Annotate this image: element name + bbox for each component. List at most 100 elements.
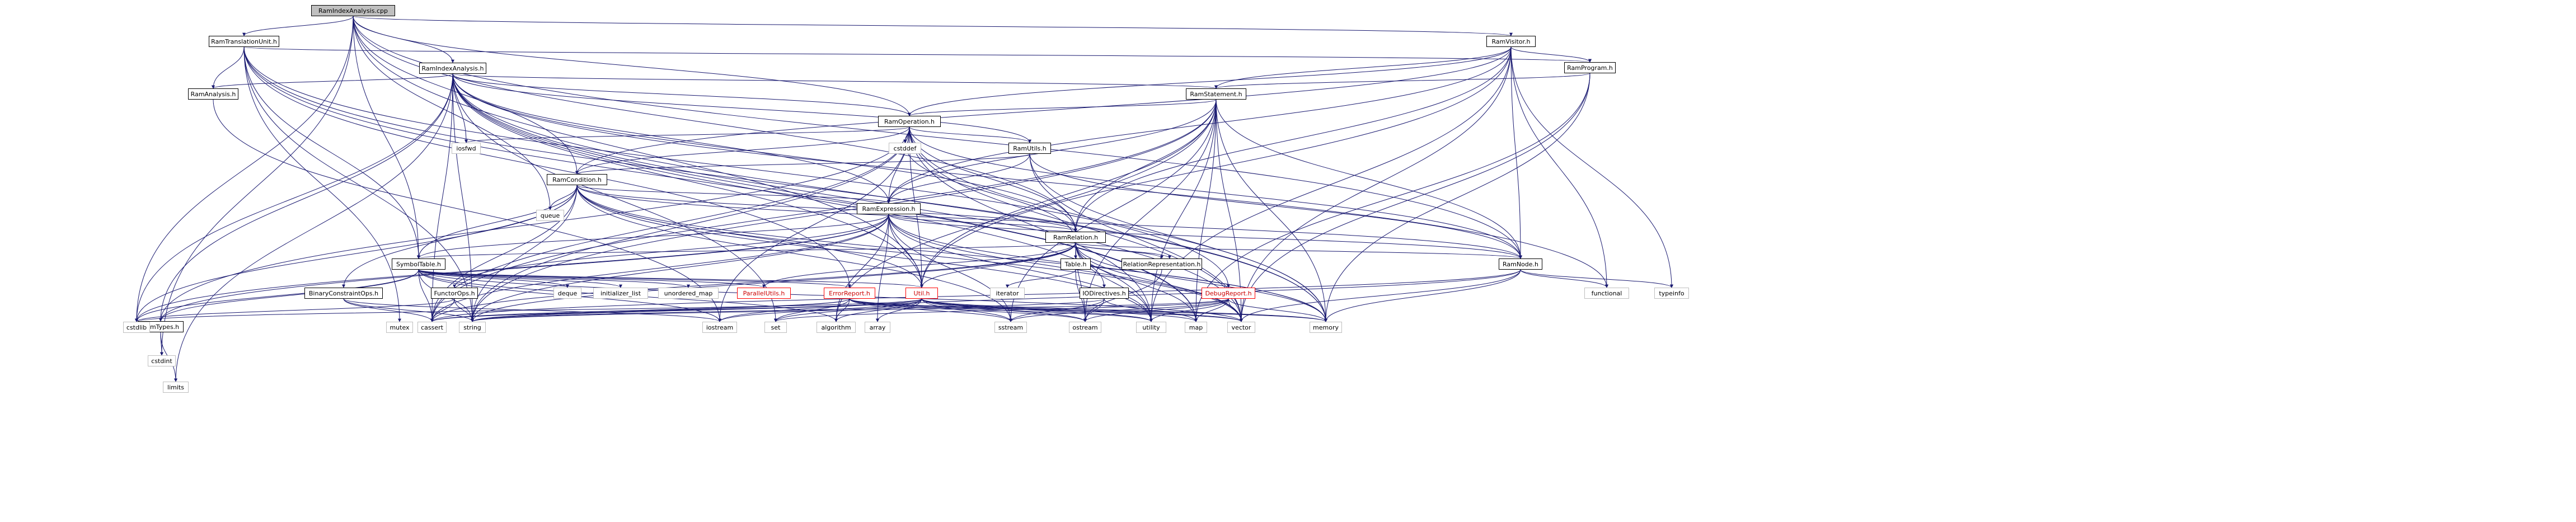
node-ranalysis[interactable]: RamAnalysis.h xyxy=(188,88,238,100)
edge-errorreport-to-vector xyxy=(849,298,1243,322)
edge-rnode-to-cassert xyxy=(430,269,1521,322)
edge-root-to-roperation xyxy=(353,16,911,116)
edge-functorops-to-string xyxy=(454,298,474,322)
node-roperation[interactable]: RamOperation.h xyxy=(878,116,941,127)
node-rtu[interactable]: RamTranslationUnit.h xyxy=(209,36,279,47)
edge-rcondition-to-symboltable xyxy=(417,185,578,259)
node-cstddef: cstddef xyxy=(889,143,921,154)
edge-root-to-symboltable xyxy=(353,16,420,259)
edge-root-to-rrelation xyxy=(353,16,1077,232)
node-rrelation[interactable]: RamRelation.h xyxy=(1045,232,1106,243)
edge-rrelation-to-cassert xyxy=(430,242,1076,322)
edge-rvisitor-to-util xyxy=(920,46,1512,288)
edge-rprogram-to-vector xyxy=(1240,73,1590,322)
edge-ria-to-set xyxy=(452,73,777,322)
edge-ria-to-rutils xyxy=(452,73,1031,143)
edge-rrelation-to-parallel xyxy=(762,242,1076,288)
node-parallel[interactable]: ParallelUtils.h xyxy=(737,288,791,299)
edge-rtu-to-rprogram xyxy=(243,46,1592,63)
node-vector: vector xyxy=(1227,322,1255,333)
edge-rcondition-to-sstream xyxy=(576,185,1012,322)
node-relrep[interactable]: RelationRepresentation.h xyxy=(1122,258,1202,270)
edge-roperation-to-iostream xyxy=(718,126,910,322)
edge-roperation-to-utility xyxy=(909,126,1153,322)
node-string: string xyxy=(459,322,486,333)
edge-util-to-vector xyxy=(921,298,1243,322)
node-root[interactable]: RamIndexAnalysis.cpp xyxy=(311,5,395,16)
node-deque: deque xyxy=(553,288,581,299)
node-util[interactable]: Util.h xyxy=(905,288,938,299)
edge-rnode-to-memory xyxy=(1324,269,1521,322)
edge-debugreport-to-utility xyxy=(1149,298,1229,322)
edge-iodirectives-to-string xyxy=(471,298,1105,322)
edge-symboltable-to-cstdlib xyxy=(135,269,419,322)
node-rutils[interactable]: RamUtils.h xyxy=(1008,143,1051,154)
node-rvisitor[interactable]: RamVisitor.h xyxy=(1486,36,1536,47)
edge-binconst-to-cassert xyxy=(343,298,434,322)
edge-root-to-rcondition xyxy=(353,16,579,175)
edge-util-to-utility xyxy=(921,298,1153,322)
edge-rstatement-to-roperation xyxy=(908,99,1217,116)
edge-rexpression-to-utility xyxy=(888,214,1153,322)
edge-roperation-to-rcondition xyxy=(575,126,910,175)
edge-rexpression-to-sstream xyxy=(888,214,1012,322)
edge-debugreport-to-vector xyxy=(1228,298,1243,322)
edge-rprogram-to-memory xyxy=(1324,73,1590,322)
edge-rexpression-to-symboltable xyxy=(417,214,889,259)
edge-rstatement-to-algorithm xyxy=(834,99,1217,322)
edge-rexpression-to-util xyxy=(888,214,923,288)
edge-root-to-rvisitor xyxy=(353,16,1513,36)
edge-ria-to-limits xyxy=(174,73,453,382)
node-binconst[interactable]: BinaryConstraintOps.h xyxy=(304,288,383,299)
edge-functorops-to-cstdlib xyxy=(135,298,455,322)
node-initlist: initializer_list xyxy=(593,288,648,299)
edge-rtu-to-debugreport xyxy=(243,46,1230,288)
node-rexpression[interactable]: RamExpression.h xyxy=(857,203,921,214)
edge-rnode-to-vector xyxy=(1240,269,1521,322)
node-ria[interactable]: RamIndexAnalysis.h xyxy=(419,63,486,74)
edge-rexpression-to-rnode xyxy=(888,214,1522,259)
node-map: map xyxy=(1185,322,1207,333)
node-symboltable[interactable]: SymbolTable.h xyxy=(392,258,445,270)
edge-rstatement-to-vector xyxy=(1216,99,1243,322)
edge-rnode-to-typeinfo xyxy=(1520,269,1673,288)
edge-ria-to-roperation xyxy=(452,73,911,116)
edge-rtu-to-symboltable xyxy=(243,46,420,259)
node-functorops[interactable]: FunctorOps.h xyxy=(431,288,478,299)
node-cstdlib: cstdlib xyxy=(123,322,150,333)
node-rnode[interactable]: RamNode.h xyxy=(1499,258,1542,270)
edge-ria-to-cstdlib xyxy=(135,73,453,322)
node-utility: utility xyxy=(1136,322,1166,333)
edge-rrelation-to-rnode xyxy=(1075,242,1522,259)
node-rprogram[interactable]: RamProgram.h xyxy=(1564,62,1616,73)
node-errorreport[interactable]: ErrorReport.h xyxy=(824,288,875,299)
node-functional: functional xyxy=(1584,288,1629,299)
node-mutex: mutex xyxy=(386,322,413,333)
node-iodirectives[interactable]: IODirectives.h xyxy=(1080,288,1129,299)
node-table[interactable]: Table.h xyxy=(1061,258,1091,270)
node-typeinfo: typeinfo xyxy=(1654,288,1689,299)
edge-root-to-rtu xyxy=(242,16,354,36)
edge-rtu-to-ranalysis xyxy=(212,46,245,89)
edge-rcondition-to-rrelation xyxy=(576,185,1077,232)
edge-debugreport-to-sstream xyxy=(1009,298,1229,322)
edge-rvisitor-to-rstatement xyxy=(1214,46,1512,89)
node-rstatement[interactable]: RamStatement.h xyxy=(1186,88,1246,100)
edge-rprogram-to-rstatement xyxy=(1214,73,1590,89)
edge-ria-to-rexpression xyxy=(452,73,890,204)
edge-ria-to-vector xyxy=(452,73,1243,322)
edge-rstatement-to-ostream xyxy=(1083,99,1217,322)
node-rcondition[interactable]: RamCondition.h xyxy=(547,174,607,185)
edge-rvisitor-to-rcondition xyxy=(575,46,1512,175)
edge-rvisitor-to-vector xyxy=(1240,46,1512,322)
edge-rutils-to-rcondition xyxy=(575,153,1030,175)
edge-symboltable-to-deque xyxy=(418,269,569,288)
edge-rrelation-to-vector xyxy=(1075,242,1243,322)
node-iterator: iterator xyxy=(990,288,1025,299)
edge-rexpression-to-algorithm xyxy=(834,214,889,322)
node-debugreport[interactable]: DebugReport.h xyxy=(1202,288,1255,299)
edge-root-to-rnode xyxy=(353,16,1522,259)
edge-rvisitor-to-rprogram xyxy=(1510,46,1592,63)
edge-util-to-array xyxy=(876,298,922,322)
